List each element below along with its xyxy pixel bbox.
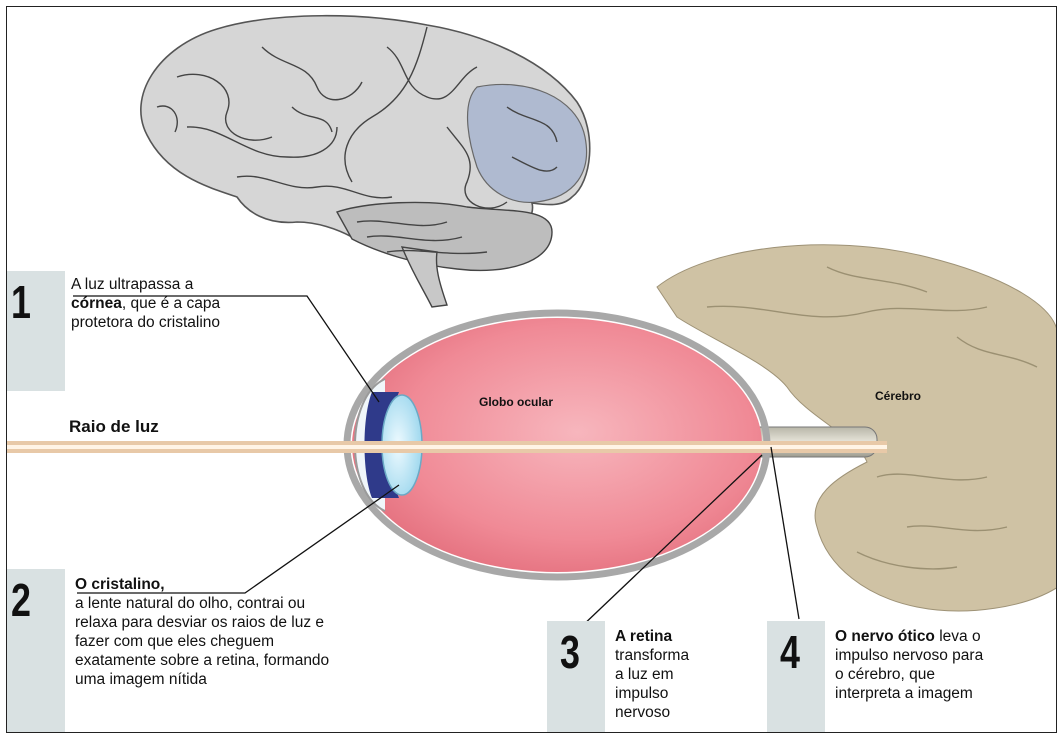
step-2-text: O cristalino, a lente natural do olho, c… [75,575,329,689]
diagram-frame: 1 A luz ultrapassa a córnea, que é a cap… [6,6,1057,733]
brain-illustration [141,16,590,307]
step-1-line-3: protetora do cristalino [71,313,220,332]
step-1-text: A luz ultrapassa a córnea, que é a capa … [71,275,220,332]
step-2-title: O cristalino, [75,576,165,593]
eyeball-label: Globo ocular [479,395,553,409]
step-3-number: 3 [560,629,580,675]
step-2-number: 2 [11,577,31,623]
brain-label: Cérebro [875,389,921,403]
step-3-title: A retina [615,628,672,645]
step-1-line-2: córnea, que é a capa [71,294,220,313]
step-1-line-1: A luz ultrapassa a [71,275,220,294]
step-1-number: 1 [11,279,31,325]
step-4-title: O nervo ótico [835,628,935,645]
step-4-number: 4 [780,629,800,675]
step-3-text: A retina transforma a luz em impulso ner… [615,627,689,722]
step-4-text: O nervo ótico leva o impulso nervoso par… [835,627,983,703]
ray-label: Raio de luz [69,417,159,437]
